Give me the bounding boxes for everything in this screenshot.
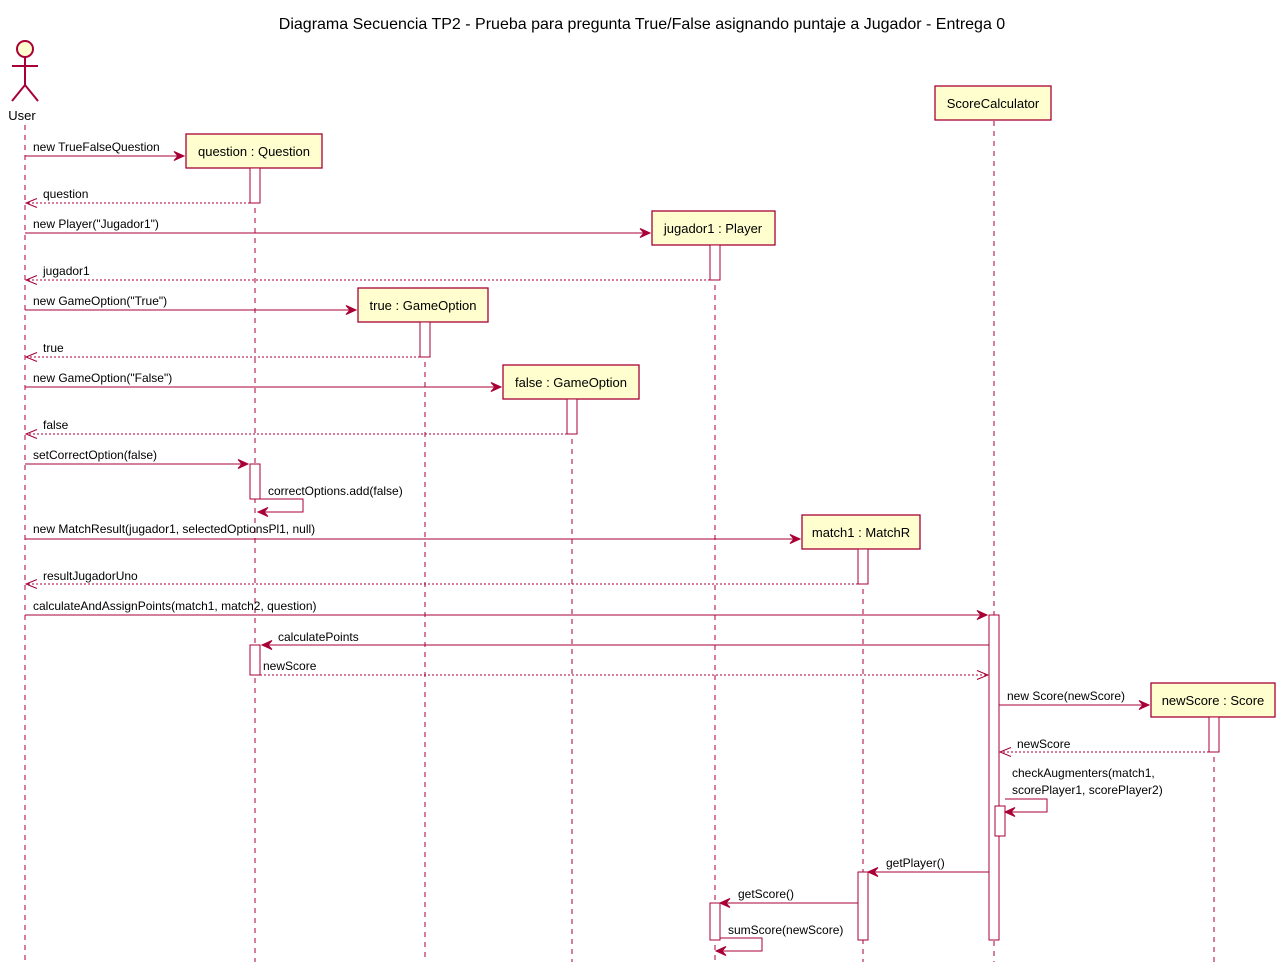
message-return-newscore: newScore: [998, 737, 1209, 757]
svg-text:false: false: [43, 418, 69, 432]
activation-scorecalculator: [988, 614, 1000, 941]
message-self-sumscore: sumScore(newScore): [714, 923, 843, 956]
svg-text:resultJugadorUno: resultJugadorUno: [43, 569, 138, 583]
message-new-truefalsequestion: new TrueFalseQuestion: [25, 140, 186, 161]
actor-user-label: User: [8, 108, 36, 123]
svg-text:new Player("Jugador1"): new Player("Jugador1"): [33, 217, 159, 231]
message-setcorrectoption: setCorrectOption(false): [25, 448, 250, 469]
participant-newscore-label: newScore : Score: [1162, 693, 1265, 708]
activation-match1-1: [857, 548, 869, 585]
svg-text:question: question: [43, 187, 88, 201]
activation-true: [419, 321, 431, 358]
participant-newscore: newScore : Score: [1150, 682, 1276, 718]
message-new-gameoption-false: new GameOption("False"): [25, 371, 503, 392]
message-getscore: getScore(): [718, 887, 858, 908]
svg-text:newScore: newScore: [1017, 737, 1071, 751]
svg-text:checkAugmenters(match1,: checkAugmenters(match1,: [1012, 766, 1155, 780]
svg-text:new TrueFalseQuestion: new TrueFalseQuestion: [33, 140, 160, 154]
message-new-score: new Score(newScore): [999, 689, 1151, 710]
svg-text:new GameOption("True"): new GameOption("True"): [33, 294, 167, 308]
activation-question-3: [249, 644, 261, 676]
message-return-question: question: [24, 187, 250, 208]
diagram-title: Diagrama Secuencia TP2 - Prueba para pre…: [279, 16, 1005, 33]
svg-text:getScore(): getScore(): [738, 887, 794, 901]
svg-text:correctOptions.add(false): correctOptions.add(false): [268, 484, 403, 498]
activation-false: [566, 398, 578, 435]
activation-jugador1-1: [709, 244, 721, 281]
svg-text:new GameOption("False"): new GameOption("False"): [33, 371, 172, 385]
participant-question: question : Question: [185, 133, 323, 169]
activation-match1-2: [857, 871, 869, 941]
activation-question-2: [249, 463, 261, 500]
participant-false: false : GameOption: [502, 364, 640, 400]
svg-text:setCorrectOption(false): setCorrectOption(false): [33, 448, 157, 462]
participant-scorecalculator: ScoreCalculator: [934, 85, 1052, 121]
svg-text:jugador1: jugador1: [42, 264, 90, 278]
svg-text:newScore: newScore: [263, 659, 317, 673]
message-return-false: false: [24, 418, 567, 439]
participant-true-label: true : GameOption: [370, 298, 477, 313]
activation-scorecalculator-nested: [994, 805, 1006, 837]
participant-false-label: false : GameOption: [515, 375, 627, 390]
message-calculatepoints: calculatePoints: [260, 630, 989, 650]
participant-scorecalculator-label: ScoreCalculator: [947, 96, 1040, 111]
message-new-player: new Player("Jugador1"): [25, 217, 652, 238]
participant-match1: match1 : MatchR: [801, 514, 921, 550]
svg-text:calculatePoints: calculatePoints: [278, 630, 359, 644]
participant-jugador1: jugador1 : Player: [651, 210, 776, 246]
message-return-jugador1: jugador1: [24, 264, 710, 285]
participant-true: true : GameOption: [357, 287, 489, 323]
svg-text:new Score(newScore): new Score(newScore): [1007, 689, 1125, 703]
svg-text:getPlayer(): getPlayer(): [886, 856, 945, 870]
message-calculateandassignpoints: calculateAndAssignPoints(match1, match2,…: [25, 599, 989, 620]
participant-question-label: question : Question: [198, 144, 310, 159]
svg-text:new MatchResult(jugador1, sele: new MatchResult(jugador1, selectedOption…: [33, 522, 315, 536]
message-getplayer: getPlayer(): [866, 856, 989, 877]
svg-text:scorePlayer1, scorePlayer2): scorePlayer1, scorePlayer2): [1012, 783, 1163, 797]
message-return-resultjugadoruno: resultJugadorUno: [24, 569, 858, 589]
svg-text:calculateAndAssignPoints(match: calculateAndAssignPoints(match1, match2,…: [33, 599, 316, 613]
participant-jugador1-label: jugador1 : Player: [663, 221, 763, 236]
user-actor-icon: [11, 40, 39, 102]
message-return-true: true: [24, 341, 420, 362]
activation-jugador1-2: [709, 902, 721, 941]
message-self-checkaugmenters: checkAugmenters(match1, scorePlayer1, sc…: [1003, 766, 1163, 817]
activation-newscore: [1208, 716, 1220, 753]
message-new-gameoption-true: new GameOption("True"): [25, 294, 358, 315]
svg-text:true: true: [43, 341, 64, 355]
participant-match1-label: match1 : MatchR: [812, 525, 910, 540]
message-self-correctoptions-add: correctOptions.add(false): [256, 484, 403, 517]
activation-question-1: [249, 167, 261, 204]
message-return-newscore-to-calculator: newScore: [260, 659, 990, 680]
svg-text:sumScore(newScore): sumScore(newScore): [728, 923, 843, 937]
message-new-matchresult: new MatchResult(jugador1, selectedOption…: [25, 522, 802, 544]
